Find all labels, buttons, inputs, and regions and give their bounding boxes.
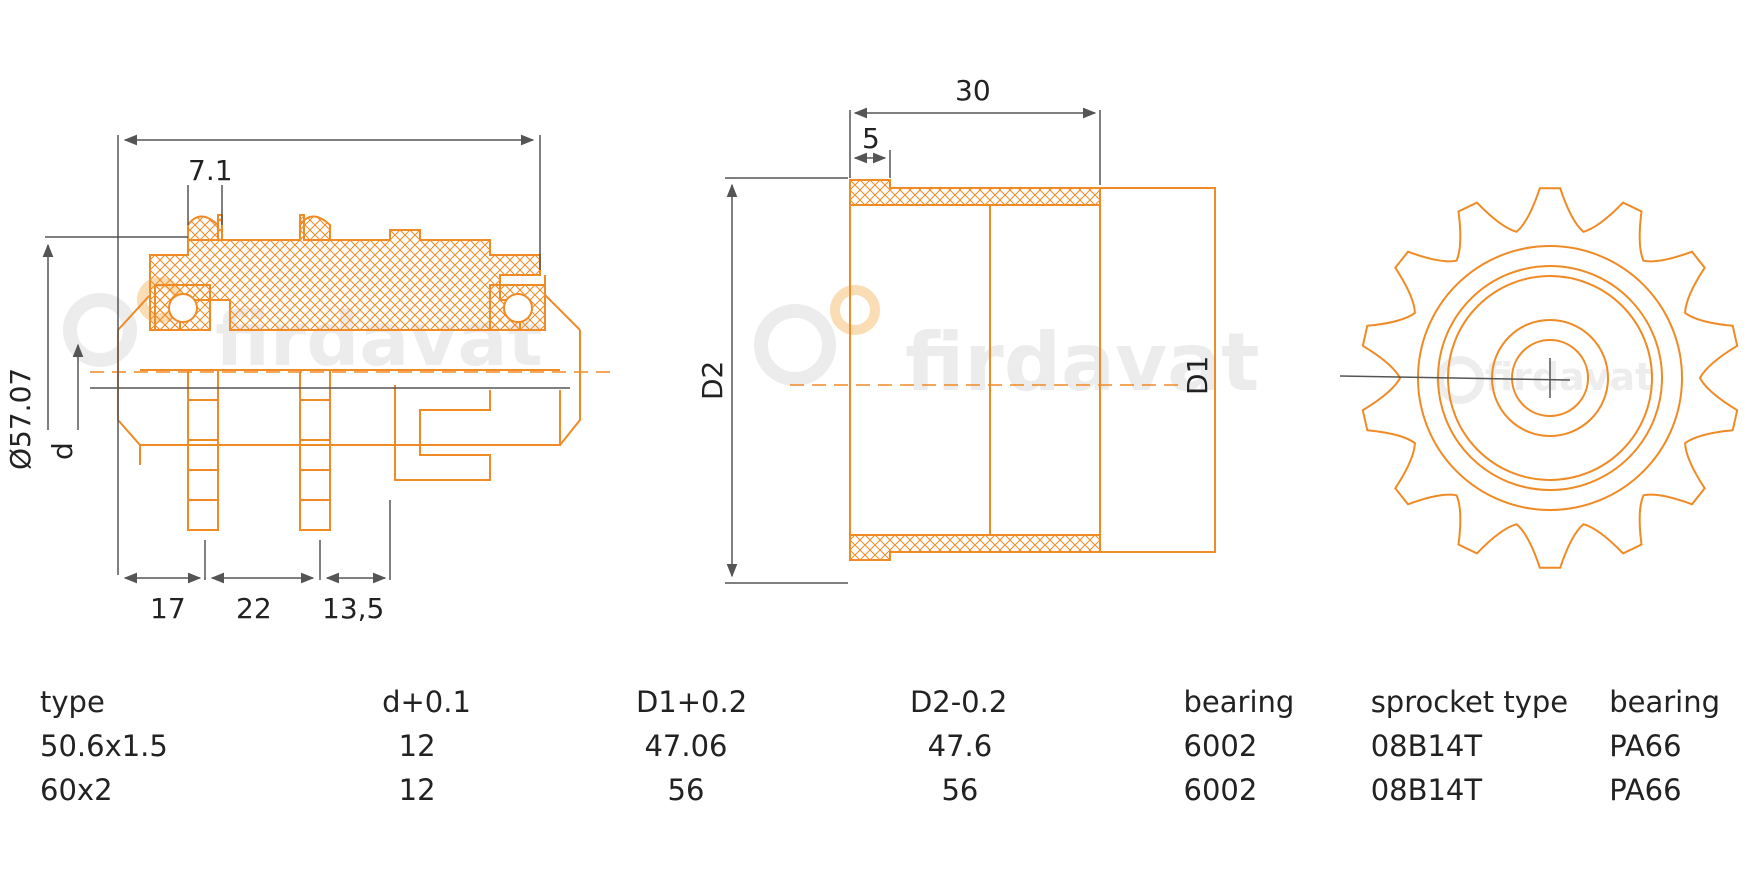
dim-outer-diameter-label: D2 [696, 361, 729, 400]
table-cell: 6002 [1183, 773, 1258, 807]
watermark-text: firdavat [1485, 355, 1653, 399]
table-cell: 12 [398, 773, 436, 807]
table-cell: 47.6 [927, 729, 993, 763]
left-dimensions [42, 134, 541, 584]
table-cell: 12 [398, 729, 436, 763]
header-cell: d+0.1 [382, 685, 471, 719]
middle-dimensions [725, 107, 1101, 584]
dim-bore-label: d [46, 442, 79, 460]
spec-table: type d+0.1 D1+0.2 D2-0.2 bearing sprocke… [40, 680, 1720, 812]
dim-spacing-17: 17 [150, 592, 186, 625]
table-cell: PA66 [1609, 773, 1682, 807]
header-cell: sprocket type [1370, 685, 1569, 719]
watermark-middle: firdavat [754, 285, 1259, 409]
dim-width-label: 7.1 [188, 154, 233, 187]
table-cell: PA66 [1609, 729, 1682, 763]
watermark-text: firdavat [905, 316, 1259, 409]
table-cell: 56 [667, 773, 705, 807]
dim-spacing-13-5: 13,5 [322, 592, 384, 625]
table-row: 50.6x1.5 12 47.06 47.6 6002 08B14T PA66 [40, 724, 1720, 768]
dim-inner-diameter-label: D1 [1181, 356, 1214, 395]
technical-drawing: firdavat firdavat firdavat [4, 74, 1739, 625]
header-cell: D2-0.2 [909, 685, 1008, 719]
dim-lip-label: 5 [862, 122, 880, 155]
header-cell: D1+0.2 [635, 685, 748, 719]
table-cell: 08B14T [1370, 729, 1483, 763]
table-cell: 50.6x1.5 [40, 729, 168, 763]
table-cell: 08B14T [1370, 773, 1483, 807]
left-section-view [117, 214, 581, 531]
dim-length-label: 30 [955, 74, 991, 107]
table-cell: 60x2 [40, 773, 113, 807]
header-cell: bearing [1183, 685, 1295, 719]
table-cell: 56 [941, 773, 979, 807]
dim-diameter-label: Ø57.07 [4, 368, 37, 470]
header-cell: bearing [1609, 685, 1720, 719]
header-cell: type [40, 685, 105, 719]
dim-spacing-22: 22 [236, 592, 272, 625]
middle-section-view [849, 179, 1216, 561]
watermark-right: firdavat [1436, 355, 1653, 404]
table-row: 60x2 12 56 56 6002 08B14T PA66 [40, 768, 1720, 812]
table-header-row: type d+0.1 D1+0.2 D2-0.2 bearing sprocke… [40, 680, 1720, 724]
table-cell: 6002 [1183, 729, 1258, 763]
axis-line [1339, 375, 1571, 381]
table-cell: 47.06 [644, 729, 728, 763]
